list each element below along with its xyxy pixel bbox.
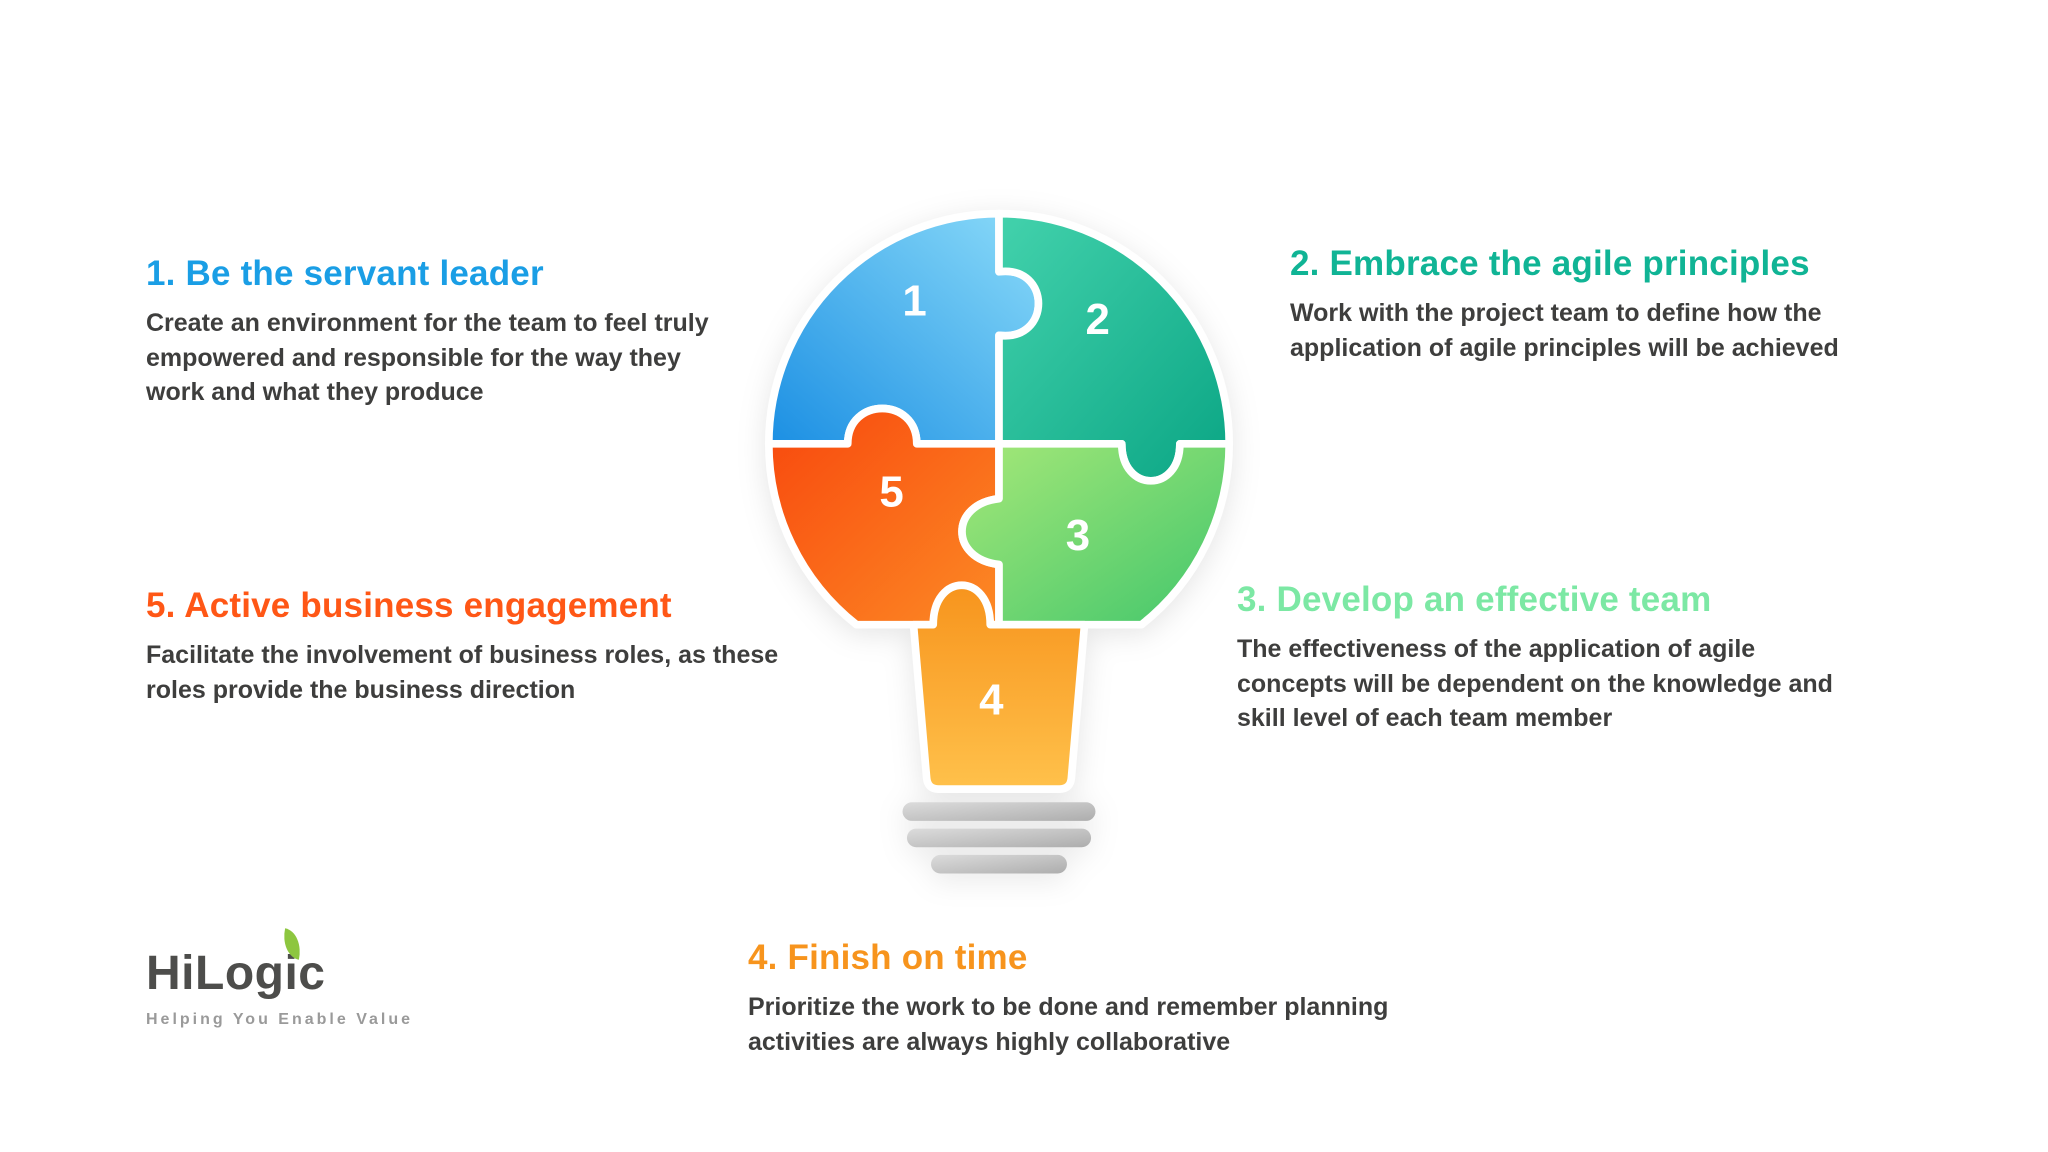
lightbulb-svg: 1 2 5 3 4: [764, 209, 1234, 874]
bulb-number-3: 3: [1066, 511, 1090, 560]
bulb-number-2: 2: [1085, 295, 1109, 344]
bulb-number-1: 1: [902, 277, 926, 326]
section-4-title: 4. Finish on time: [748, 938, 1028, 977]
section-effective-team: 3. Develop an effective team The effecti…: [1237, 580, 1867, 736]
section-2-title: 2. Embrace the agile principles: [1290, 244, 1810, 283]
section-agile-principles: 2. Embrace the agile principles Work wit…: [1290, 244, 1910, 365]
hilogic-logo: HiLogic Helping You Enable Value: [146, 928, 414, 1029]
section-finish-on-time: 4. Finish on time Prioritize the work to…: [748, 938, 1488, 1059]
bulb-number-5: 5: [879, 467, 903, 516]
section-1-title: 1. Be the servant leader: [146, 254, 544, 293]
logo-wordmark: HiLogic: [146, 928, 413, 1001]
section-1-body: Create an environment for the team to fe…: [146, 309, 709, 406]
section-servant-leader: 1. Be the servant leader Create an envir…: [146, 254, 746, 410]
section-3-title: 3. Develop an effective team: [1237, 580, 1712, 619]
section-5-body: Facilitate the involvement of business r…: [146, 641, 779, 704]
section-3-body: The effectiveness of the application of …: [1237, 635, 1833, 732]
puzzle-piece-4: [909, 581, 1089, 793]
lightbulb-puzzle-graphic: 1 2 5 3 4: [714, 186, 1284, 888]
section-5-title: 5. Active business engagement: [146, 586, 672, 625]
bulb-base-bar-3: [931, 854, 1067, 874]
puzzle-piece-3: [958, 439, 1234, 629]
bulb-base-bar-1: [902, 802, 1096, 821]
section-2-body: Work with the project team to define how…: [1290, 299, 1839, 362]
logo-tagline: Helping You Enable Value: [146, 1011, 414, 1028]
section-4-body: Prioritize the work to be done and remem…: [748, 993, 1389, 1056]
bulb-base-bar-2: [906, 828, 1092, 848]
bulb-number-4: 4: [979, 676, 1004, 725]
section-business-engagement: 5. Active business engagement Facilitate…: [146, 586, 796, 707]
